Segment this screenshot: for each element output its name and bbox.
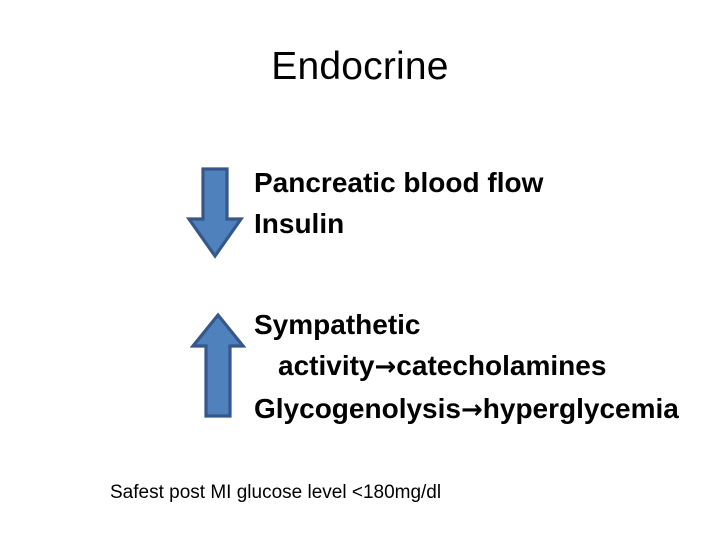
text-line-sympathetic-catecholamines: Sympathetic activity→catecholamines [254, 304, 704, 388]
hyperglycemia-label: hyperglycemia [482, 393, 679, 424]
text-line-pancreatic-blood-flow: Pancreatic blood flow [254, 167, 544, 198]
increase-text-block: Sympathetic activity→catecholamines Glyc… [254, 304, 704, 431]
right-arrow-icon: → [460, 395, 483, 425]
text-line-insulin: Insulin [254, 208, 345, 239]
up-arrow-icon [190, 312, 246, 418]
down-arrow-icon [186, 167, 245, 259]
text-line-glycogenolysis-hyperglycemia: Glycogenolysis→hyperglycemia [254, 388, 704, 431]
sympathetic-activity-label: Sympathetic activity [254, 309, 421, 381]
up-arrow-shape [190, 312, 246, 418]
glycogenolysis-label: Glycogenolysis [254, 393, 461, 424]
page-title: Endocrine [271, 45, 449, 88]
down-arrow-shape [186, 167, 245, 259]
footnote-text: Safest post MI glucose level <180mg/dl [110, 482, 442, 503]
decrease-text-block: Pancreatic blood flow Insulin [254, 162, 684, 244]
right-arrow-icon: → [374, 352, 397, 382]
catecholamines-label: catecholamines [396, 350, 607, 381]
